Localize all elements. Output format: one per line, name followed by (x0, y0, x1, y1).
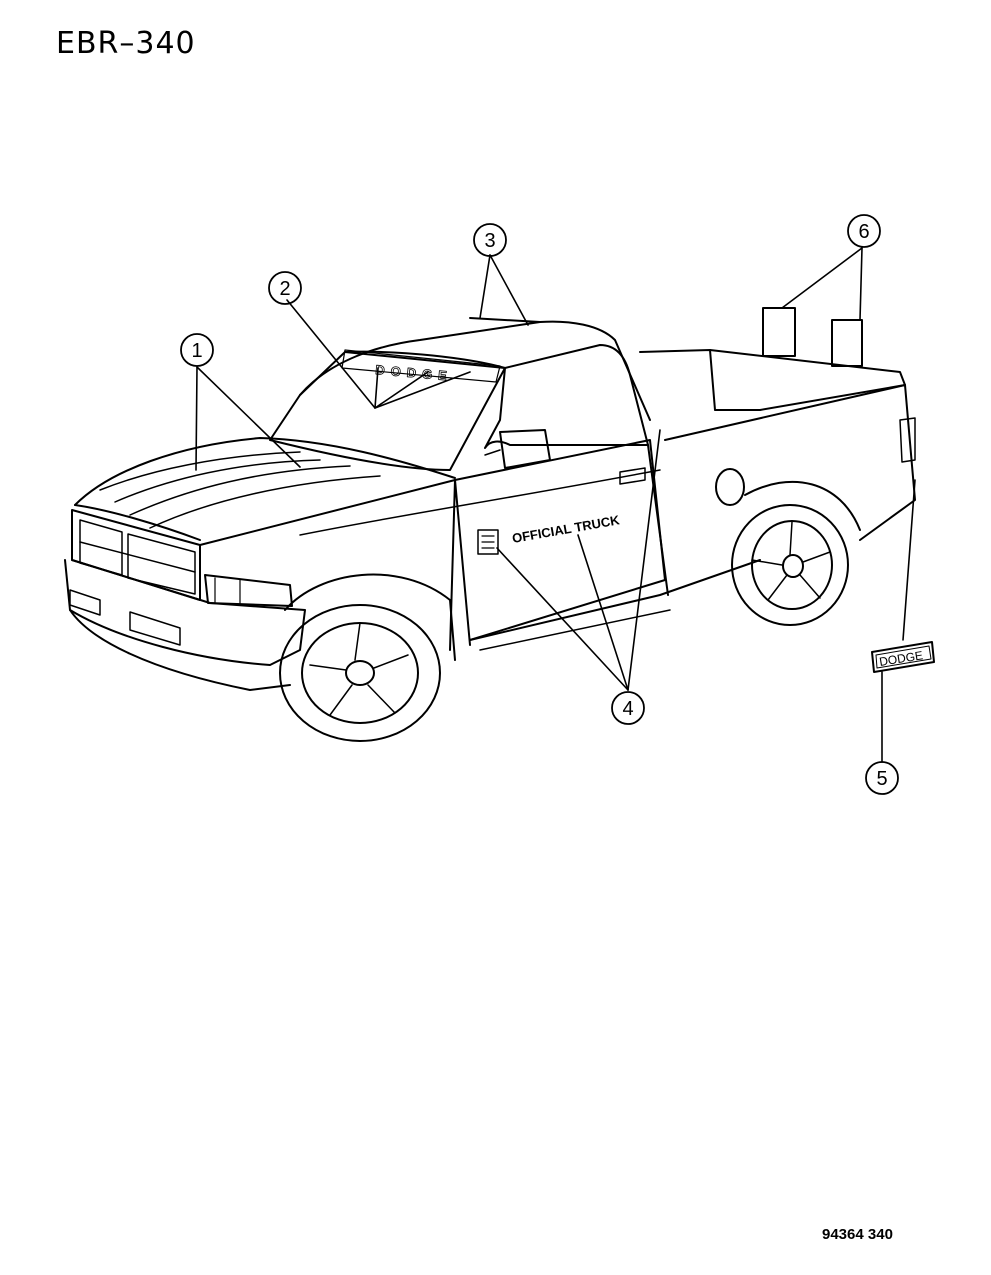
truck-body (64, 317, 916, 742)
windshield-decal-text: DODGE (375, 362, 454, 384)
tailgate-badge-text: DODGE (878, 648, 924, 669)
figure-number: 94364 340 (822, 1226, 893, 1243)
diagram-code: EBR–340 (56, 26, 196, 61)
callout-6: 6 (858, 221, 869, 243)
callout-4: 4 (622, 698, 633, 720)
callouts (180, 214, 899, 795)
callout-2: 2 (279, 278, 290, 300)
tailgate-badge (871, 641, 935, 673)
callout-3: 3 (484, 230, 495, 252)
windshield-decal (341, 349, 501, 383)
bed-decals (762, 307, 863, 367)
callout-1: 1 (191, 340, 202, 362)
door-decal-text: OFFICIAL TRUCK (511, 512, 621, 546)
door-logo (477, 529, 499, 555)
callout-5: 5 (876, 768, 887, 790)
leader-lines (195, 247, 916, 763)
